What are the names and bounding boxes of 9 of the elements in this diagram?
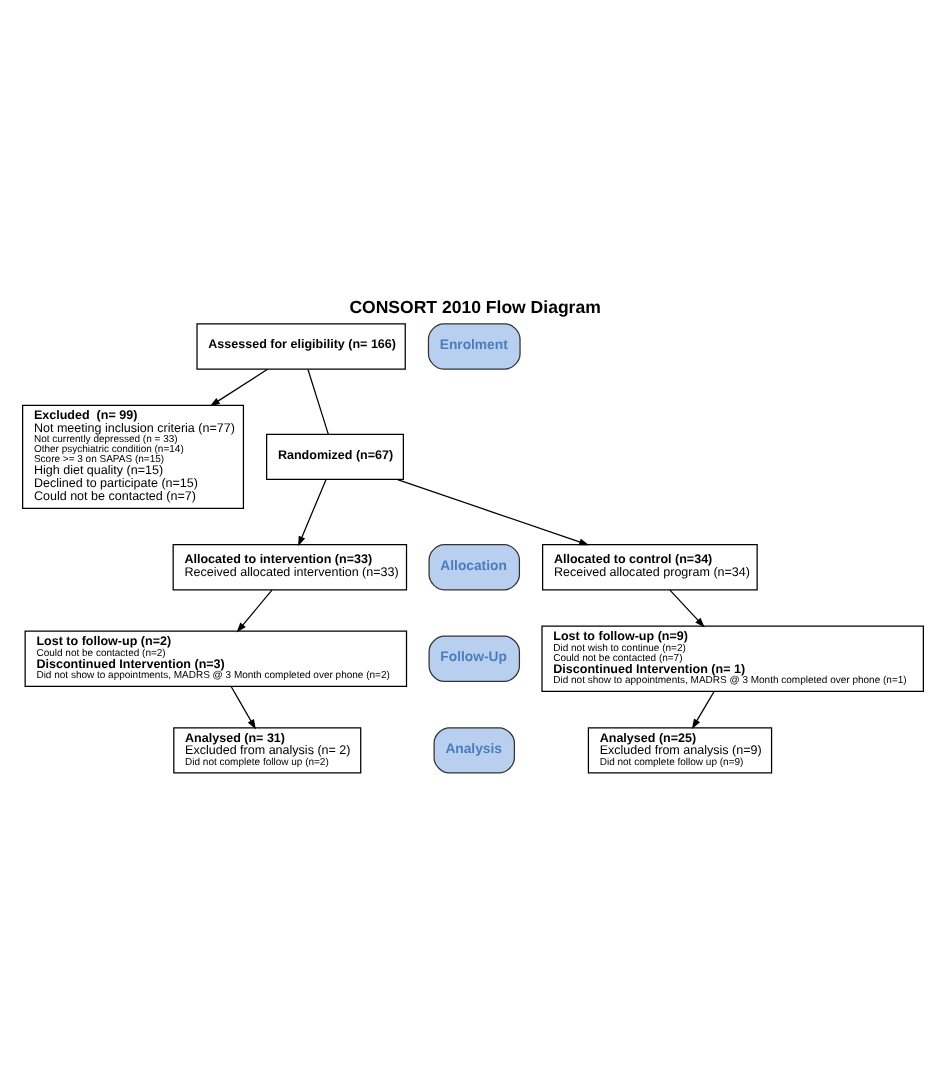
arrow [691, 691, 715, 729]
arrow [230, 686, 256, 730]
arrow [396, 478, 590, 546]
connector [307, 368, 329, 435]
diagram-title: CONSORT 2010 Flow Diagram [349, 296, 601, 317]
arrow [209, 368, 269, 407]
arrow [298, 479, 327, 547]
arrow [669, 589, 705, 628]
arrow [236, 589, 273, 633]
